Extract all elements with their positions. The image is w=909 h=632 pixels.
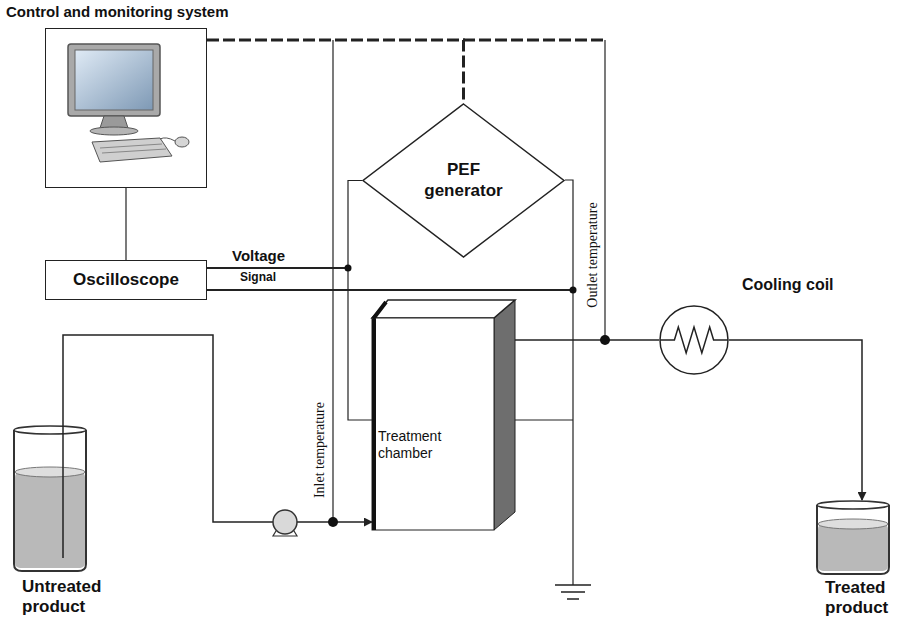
cooling-coil-shape [659, 305, 729, 375]
voltage-signal-wire [207, 267, 348, 269]
node-text: Treatment chamber [378, 428, 488, 462]
keyboard [92, 138, 172, 162]
treated-beaker: Treated product [815, 500, 891, 575]
product-pipe [729, 340, 862, 500]
text-block: Cooling coil [742, 275, 834, 294]
signal-name: Voltage [232, 247, 285, 264]
control-bus [207, 40, 464, 103]
liquid-surface [15, 467, 85, 477]
coil-circle [660, 306, 728, 374]
inlet-sensor-dot [328, 517, 338, 527]
oscilloscope-box: Oscilloscope [45, 260, 207, 300]
chamber-top [372, 300, 515, 318]
ground-symbol [555, 585, 591, 599]
liquid-surface [818, 519, 888, 529]
generator-diamond: PEF generator [362, 103, 565, 258]
control-bus [463, 39, 605, 42]
diamond-outline [363, 104, 564, 257]
outlet-sensor-dot [600, 335, 610, 345]
electrode-edge [373, 302, 386, 530]
liquid [818, 524, 888, 571]
chamber-side [494, 300, 515, 530]
data-link [125, 188, 126, 260]
text-block: Oscilloscope [46, 261, 206, 299]
product-pipe [63, 335, 372, 522]
junction-dot [345, 265, 352, 272]
text-block: Treatment chamber [378, 428, 488, 462]
node-text: Control and monitoring system [6, 3, 229, 21]
outlet-temperature-wire [604, 40, 605, 340]
monitor-stand [100, 116, 128, 128]
cooling-coil: Cooling coil [659, 305, 729, 375]
inlet-temperature-wire [332, 40, 333, 522]
text-block: Control and monitoring system [6, 3, 229, 21]
monitor-frame [68, 44, 160, 116]
beaker-wall [817, 505, 889, 574]
text-block: Treated product [825, 578, 905, 619]
text-block: PEF generator [362, 103, 565, 258]
untreated-beaker-shape [12, 425, 88, 572]
liquid [15, 472, 85, 568]
electrode-wire [348, 181, 372, 421]
junction-dot [570, 287, 577, 294]
suction-tube [62, 425, 64, 558]
signal-name: Signal [240, 271, 276, 285]
untreated-beaker: Untreated product [12, 425, 88, 572]
monitor-base [90, 127, 138, 135]
mouse-cable [160, 138, 175, 141]
treatment-chamber: Treatment chamber [372, 300, 515, 530]
node-text: Untreated product [22, 577, 132, 618]
beaker-rim [817, 501, 889, 509]
sensor-label: Outlet temperature [585, 202, 601, 307]
treatment-chamber-shape [372, 300, 515, 530]
treated-beaker-shape [815, 500, 891, 575]
beaker-rim [14, 426, 86, 434]
sensor-label: Inlet temperature [312, 402, 328, 498]
wires [207, 40, 605, 599]
product-pipe [515, 339, 659, 341]
node-text: PEF generator [413, 160, 515, 201]
node-text: Oscilloscope [73, 270, 179, 290]
computer-box: Control and monitoring system [45, 28, 207, 188]
monitor-screen [75, 50, 153, 110]
node-text: Cooling coil [742, 275, 834, 294]
pump-symbol [273, 510, 297, 536]
chamber-front [372, 318, 494, 530]
keyboard-keys [100, 144, 166, 153]
coil-winding [660, 327, 728, 353]
generator-ground-wire [565, 180, 573, 585]
electrode-wire [515, 419, 573, 420]
pump-body [273, 510, 297, 534]
mouse [175, 137, 189, 147]
computer-icon [68, 44, 189, 162]
voltage-signal-wire [207, 289, 573, 291]
text-block: Untreated product [22, 577, 132, 618]
beaker-wall [14, 430, 86, 571]
node-text: Treated product [825, 578, 905, 619]
